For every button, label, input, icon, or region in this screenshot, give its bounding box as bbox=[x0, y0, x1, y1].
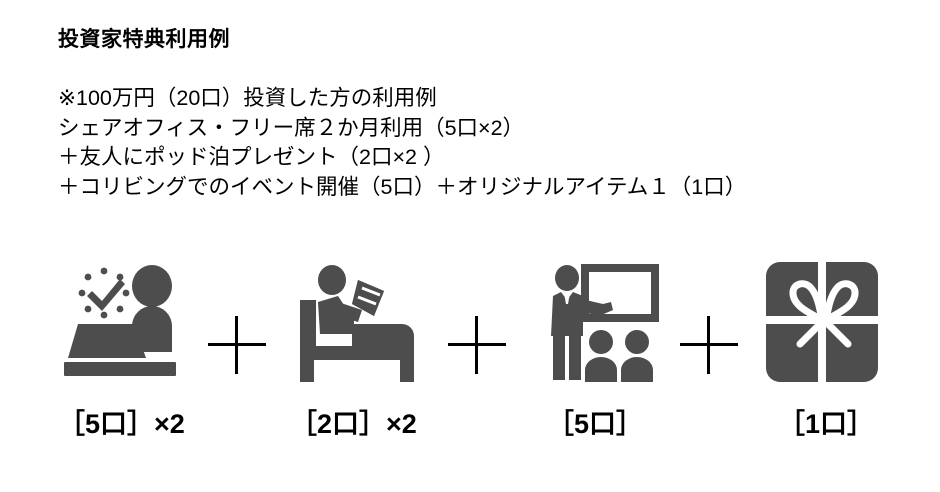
body-line-1: ※100万円（20口）投資した方の利用例 bbox=[58, 86, 437, 110]
page-title: 投資家特典利用例 bbox=[58, 28, 230, 51]
caption-row: ［5口］×2 ［2口］×2 ［5口］ ［1口］ bbox=[0, 404, 940, 450]
plus-separator-1 bbox=[208, 316, 266, 374]
gift-box-with-ribbon-icon bbox=[762, 258, 886, 390]
icon-row bbox=[0, 258, 940, 398]
body-line-3: ＋友人にポッド泊プレゼント（2口×2 ） bbox=[58, 145, 445, 169]
person-reading-in-bed-icon bbox=[296, 258, 428, 390]
caption-item-4: ［1口］ bbox=[778, 409, 875, 439]
plus-separator-3 bbox=[680, 316, 738, 374]
caption-item-1: ［5口］×2 bbox=[58, 409, 185, 439]
caption-item-2: ［2口］×2 bbox=[290, 409, 417, 439]
caption-item-3: ［5口］ bbox=[547, 409, 644, 439]
plus-separator-2 bbox=[448, 316, 506, 374]
presenter-with-whiteboard-and-audience-icon bbox=[537, 258, 669, 390]
body-text-block: ※100万円（20口）投資した方の利用例 シェアオフィス・フリー席２か月利用（5… bbox=[58, 84, 746, 202]
person-at-laptop-with-clock-icon bbox=[62, 258, 194, 390]
body-line-4: ＋コリビングでのイベント開催（5口）＋オリジナルアイテム１（1口） bbox=[58, 174, 747, 199]
body-line-2: シェアオフィス・フリー席２か月利用（5口×2） bbox=[58, 115, 525, 140]
